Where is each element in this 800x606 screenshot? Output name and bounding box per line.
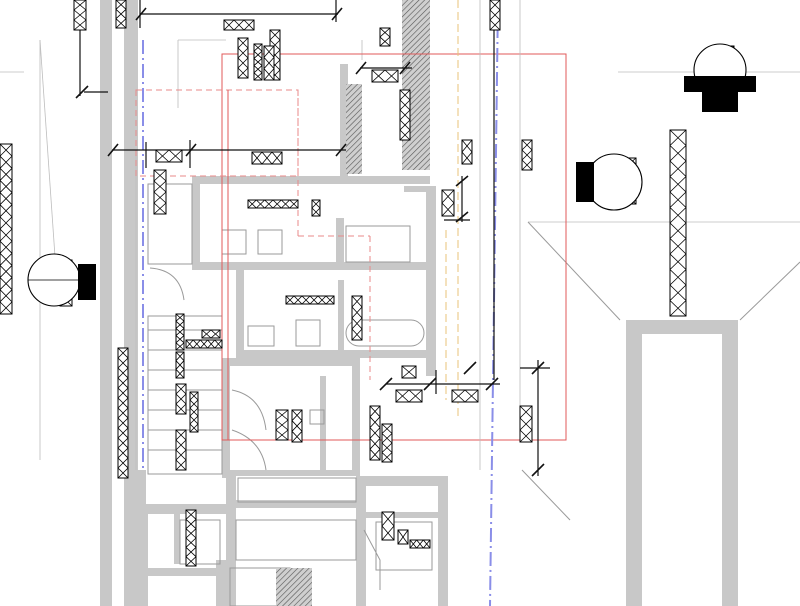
redaction-box-icon [371,69,399,83]
redaction-box-icon [379,27,391,47]
redaction-box-icon [409,539,431,549]
redaction-box-icon [381,511,395,541]
redaction-box-icon [397,529,409,545]
section-marker-top-right [684,43,756,112]
redaction-box-icon [185,339,223,349]
dimension-lines [75,0,550,477]
redaction-box-icon [0,143,13,315]
redaction-box-icon [576,162,594,202]
redaction-box-icon [189,391,199,433]
red-boundary [135,53,567,441]
redaction-box-icon [263,45,275,81]
building-walls [136,64,448,606]
right-structure [626,320,738,606]
redaction-box-icon [237,37,249,79]
axis-lines [445,0,521,606]
redaction-box-icon [153,169,167,215]
redaction-boxes [0,0,735,567]
site-lines [0,39,800,521]
redaction-box-icon [73,0,87,31]
section-marker-mid-right [576,153,643,211]
redaction-box-icon [369,405,381,461]
redaction-box-icon [381,423,393,463]
redaction-box-icon [117,347,129,479]
redaction-box-icon [175,351,185,379]
redaction-box-icon [395,389,423,403]
redaction-box-icon [115,0,127,29]
redaction-box-icon [399,89,411,141]
redaction-box-icon [253,43,263,81]
redaction-box-icon [251,151,283,165]
redaction-box-icon [461,139,473,165]
redaction-box-icon [401,365,417,379]
redaction-box-icon [489,0,501,31]
redaction-box-icon [78,264,96,300]
redaction-box-icon [275,409,289,441]
redaction-box-icon [451,389,479,403]
redaction-box-icon [351,295,363,341]
redaction-box-icon [175,383,187,415]
redaction-box-icon [311,199,321,217]
redaction-box-icon [185,509,197,567]
redaction-box-icon [521,139,533,171]
redaction-box-icon [201,329,221,339]
section-marker-icon [585,153,643,211]
redaction-box-icon [155,149,183,163]
redaction-box-icon [175,313,185,351]
redaction-box-icon [291,409,303,443]
redaction-box-icon [285,295,335,305]
redaction-box-icon [175,429,187,471]
redaction-box-icon [247,199,299,209]
level-marker-left [27,253,96,307]
redaction-box-icon [669,129,687,317]
redaction-box-icon [441,189,455,217]
redaction-box-icon [223,19,255,31]
left-wall-system [100,0,146,606]
redaction-box-icon [519,405,533,443]
